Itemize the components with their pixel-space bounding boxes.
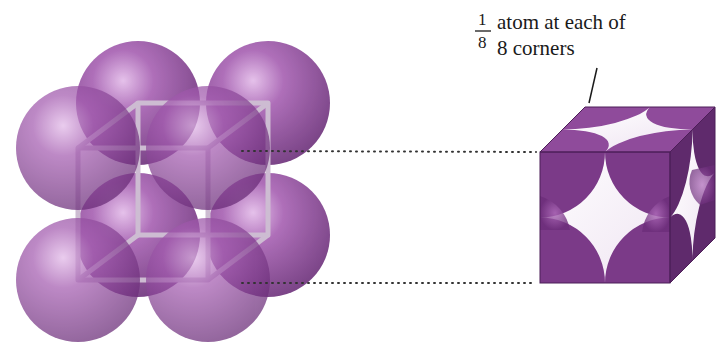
atom-sphere	[146, 86, 270, 210]
face-gap	[540, 152, 670, 283]
inner-sphere-part	[689, 165, 715, 205]
inner-sphere-part	[540, 196, 570, 230]
atom-sphere	[16, 218, 140, 342]
fraction-bar	[475, 30, 491, 31]
callout-text: atom at each of 8 corners	[497, 9, 629, 61]
cube-right-face	[670, 107, 715, 283]
face-gap	[540, 107, 715, 152]
fraction-numerator: 1	[478, 9, 487, 31]
inner-sphere-part	[642, 196, 670, 232]
atom-sphere	[16, 86, 140, 210]
projection-lines	[242, 151, 536, 283]
atom-sphere	[146, 218, 270, 342]
face-gap	[670, 107, 715, 283]
leader-line	[589, 68, 597, 103]
fraction-denominator: 8	[478, 32, 487, 54]
front-spheres	[16, 86, 270, 342]
cube-front-face	[540, 152, 670, 283]
unit-cell-cube	[540, 107, 715, 283]
